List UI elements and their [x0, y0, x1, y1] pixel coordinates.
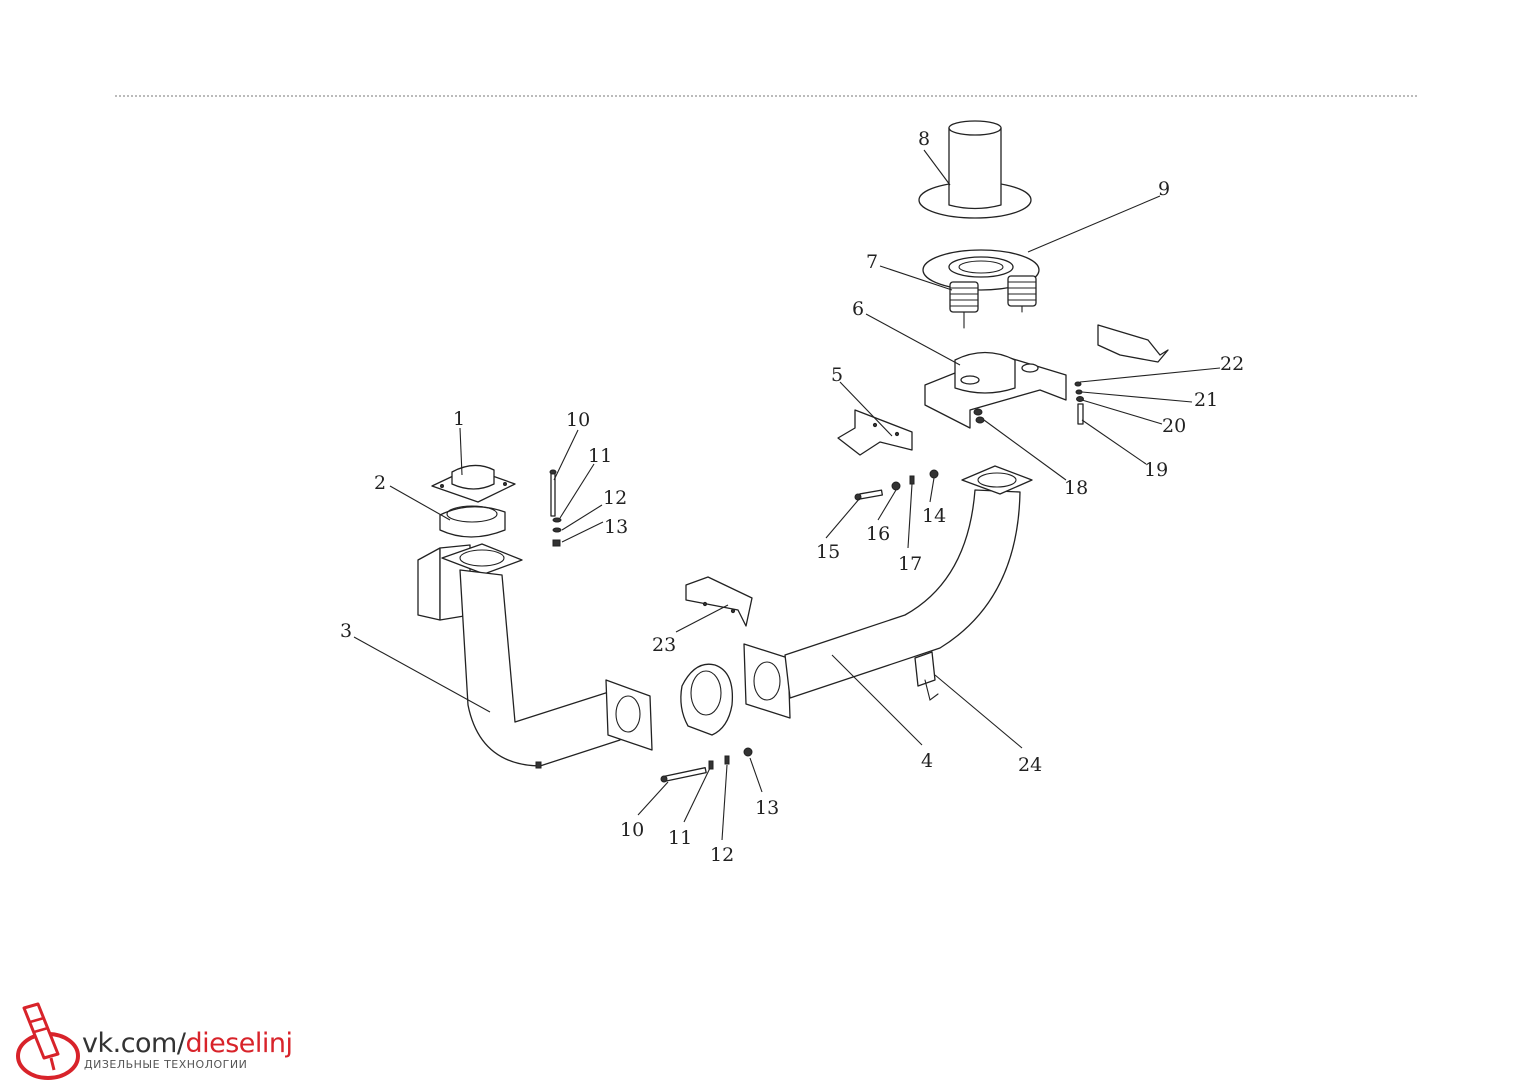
- part-7-springs: [949, 275, 1037, 329]
- fasteners-lower: [660, 747, 753, 783]
- watermark-text: vk.com/dieselinj: [82, 1030, 293, 1057]
- label-12-lower: 12: [710, 844, 734, 866]
- label-8: 8: [918, 128, 930, 150]
- label-5: 5: [831, 364, 843, 386]
- label-18: 18: [1064, 477, 1088, 499]
- part-2-ring: [439, 505, 506, 538]
- label-4: 4: [921, 750, 933, 772]
- label-10-upper: 10: [566, 409, 590, 431]
- label-15: 16: [866, 523, 890, 545]
- watermark-accent: dieselinj: [185, 1028, 293, 1059]
- label-13-upper: 13: [604, 516, 628, 538]
- pipe-clamp: [680, 663, 734, 736]
- fasteners-middle: [854, 469, 939, 501]
- label-22: 22: [1220, 353, 1244, 375]
- part-1-flange: [431, 464, 516, 503]
- leader-lines: [353, 149, 1221, 841]
- label-1: 1: [453, 408, 465, 430]
- fasteners-right: [1074, 381, 1084, 425]
- part-22-bracket: [1097, 324, 1169, 363]
- callout-numbers: 8 9 7 6 22 21 20 19 18 5 1 2 10 11 12 13…: [340, 128, 1244, 866]
- label-3: 3: [340, 620, 352, 642]
- part-4-exhaust-pipe: [743, 465, 1033, 719]
- watermark-injector-logo-icon: [16, 1002, 80, 1080]
- part-5-bracket: [837, 409, 913, 456]
- label-20: 20: [1162, 415, 1186, 437]
- part-6-support-bracket: [924, 351, 1067, 429]
- fasteners-upper: [549, 469, 562, 547]
- label-11-lower: 11: [668, 827, 692, 849]
- label-17: 14: [922, 505, 946, 527]
- label-9: 9: [1158, 178, 1170, 200]
- label-19: 19: [1144, 459, 1168, 481]
- part-3-exhaust-pipe: [417, 543, 653, 769]
- watermark-subtitle: ДИЗЕЛЬНЫЕ ТЕХНОЛОГИИ: [84, 1058, 248, 1071]
- label-6: 6: [852, 298, 864, 320]
- part-8-exhaust-cap: [918, 120, 1032, 219]
- label-11-upper: 11: [588, 445, 612, 467]
- part-23-bracket: [685, 576, 753, 627]
- part-18-nuts: [973, 408, 985, 424]
- label-13-lower: 13: [755, 797, 779, 819]
- label-2: 2: [374, 472, 386, 494]
- label-7: 7: [866, 251, 878, 273]
- label-10-lower: 10: [620, 819, 644, 841]
- label-16: 17: [898, 553, 922, 575]
- label-23: 23: [652, 634, 676, 656]
- label-21: 21: [1194, 389, 1218, 411]
- label-12-upper: 12: [603, 487, 627, 509]
- label-14: 15: [816, 541, 840, 563]
- watermark-prefix: vk.com/: [82, 1028, 186, 1059]
- label-24: 24: [1018, 754, 1042, 776]
